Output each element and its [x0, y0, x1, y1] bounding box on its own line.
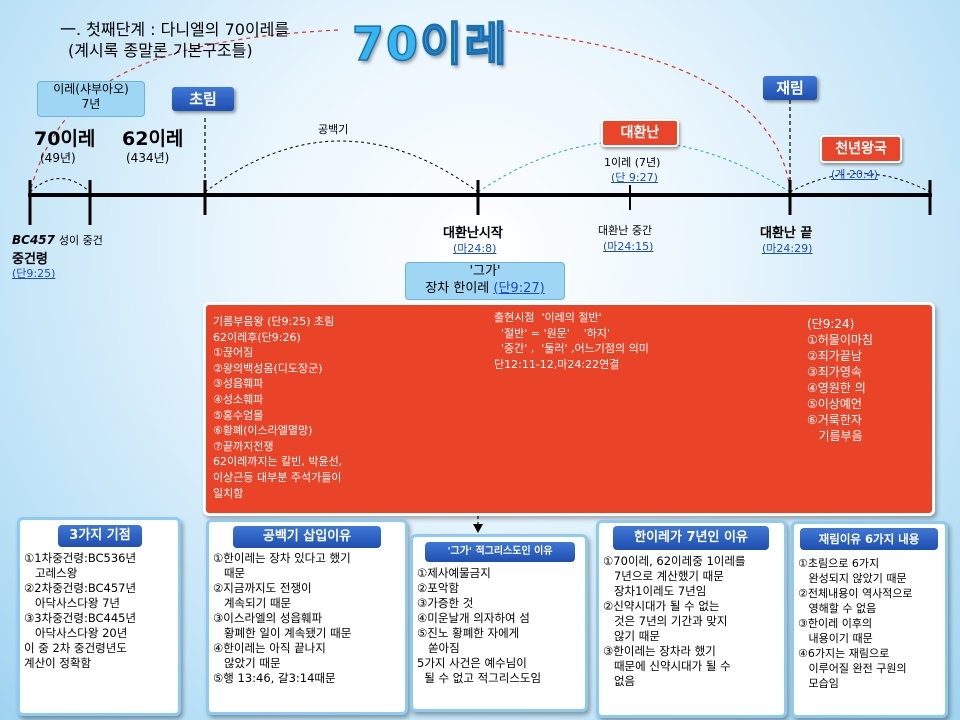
middle-label: 대환난 중간 [598, 224, 653, 237]
card-body: ①제사예물금지 ②포악함 ③가증한 것 ④미운날개 의자하여 섬 ⑤진노 황폐한… [417, 566, 542, 685]
arc-millennium [789, 173, 931, 193]
card-title: '그가' 적그리스도인 이유 [425, 542, 575, 562]
w70-label: 70이레 [34, 128, 96, 150]
end-ref[interactable]: (마24:29) [762, 242, 813, 255]
w62-sub: (434년) [126, 151, 170, 165]
ire7-label: 1이레 (7년) [604, 156, 661, 169]
end-label: 대환난 끝 [760, 226, 813, 241]
sabuah-line1: 이레(샤부아오) [53, 82, 129, 96]
card-antichrist-reason: '그가' 적그리스도인 이유 ①제사예물금지 ②포악함 ③가증한 것 ④미운날개… [410, 534, 588, 712]
big-title: 70이레 [351, 16, 509, 72]
header-line2: (계시록 종말론 기본구조틀) [68, 41, 253, 60]
w70-sub: (49년) [40, 151, 76, 165]
w62-label: 62이레 [122, 128, 184, 150]
millennium-ref[interactable]: (계 20:4) [831, 168, 878, 181]
start-ref[interactable]: (마24:8) [453, 242, 497, 255]
card-three-points: 3가지 기점 ①1차중건령:BC536년 고레스왕 ②2차중건령:BC457년 … [17, 517, 181, 716]
geu-ga-line1: '그가' [469, 264, 501, 279]
red-curve-right [499, 29, 791, 191]
junggeonryeong-label: 중건령 [12, 252, 48, 267]
card-title: 3가지 기점 [58, 525, 142, 547]
red-curve-left [29, 29, 339, 193]
header-line1: 一. 첫째단계 : 다니엘의 70이레를 [60, 20, 290, 39]
card-body: ①초림으로 6가지 완성되지 않았기 때문 ②전체내용이 역사적으로 영해할 수… [798, 557, 913, 690]
sabuah-box: 이레(샤부아오) 7년 [37, 81, 145, 117]
bc457: BC457 [12, 233, 56, 247]
sabuah-line2: 7년 [81, 97, 101, 111]
card-second-coming: 재림이유 6가지 내용 ①초림으로 6가지 완성되지 않았기 때문 ②전체내용이… [791, 521, 948, 718]
geu-ga-ref[interactable]: (단9:27) [493, 281, 545, 296]
card-title: 공백기 삽입이유 [233, 526, 381, 548]
red-panel-col3: (단9:24) ①허물이마침 ②죄가끝남 ③죄가영속 ④영원한 의 ⑤이상예언 … [807, 317, 873, 443]
red-panel [203, 302, 935, 516]
geu-ga-line2: 장차 한이레 [425, 281, 490, 296]
cheonnyeon-label: 천년왕국 [820, 135, 902, 163]
seong-label: 성이 중건 [58, 234, 103, 247]
card-title: 한이레가 7년인 이유 [613, 526, 769, 550]
card-body: ①한이레는 장차 있다고 했기 때문 ②지금까지도 전쟁이 계속되기 때문 ③이… [213, 551, 352, 685]
arrow-head [473, 524, 483, 533]
red-panel-col1: 기름부음왕 (단9:25) 초림 62이레후(단9:26) ①끊어짐 ②왕의백성… [213, 315, 343, 500]
card-body: ①1차중건령:BC536년 고레스왕 ②2차중건령:BC457년 아닥사스다왕 … [24, 551, 137, 670]
chorim-label: 초림 [172, 87, 234, 111]
arc-gap [204, 140, 479, 193]
jaerim-label: 재림 [763, 76, 817, 100]
geu-ga-line2-wrap: 장차 한이레 (단9:27) [406, 280, 564, 297]
arc-70 [29, 178, 91, 193]
red-panel-col2: 출현시점 '이레의 절반' '절반' = '원문' '하지' '중간' , '둘… [494, 311, 649, 371]
geu-ga-box: '그가' 장차 한이레 (단9:27) [405, 262, 565, 300]
start-label: 대환난시작 [443, 226, 503, 241]
dan925-ref[interactable]: (단9:25) [12, 267, 56, 280]
card-body: ①70이레, 62이레중 1이레를 7년으로 계산했기 때문 장차1이레도 7년… [603, 554, 746, 688]
bc457-label: BC457 성이 중건 [12, 232, 103, 248]
card-gap-reason: 공백기 삽입이유 ①한이레는 장차 있다고 했기 때문 ②지금까지도 전쟁이 계… [206, 519, 408, 715]
ire7-ref[interactable]: (단 9:27) [611, 171, 658, 184]
middle-ref[interactable]: (마24:15) [603, 240, 654, 253]
card-title: 재림이유 6가지 내용 [800, 528, 938, 550]
gongbaek-label: 공백기 [318, 123, 349, 136]
daehwannan-label: 대환난 [601, 119, 679, 147]
card-seven-years: 한이레가 7년인 이유 ①70이레, 62이레중 1이레를 7년으로 계산했기 … [596, 520, 787, 718]
